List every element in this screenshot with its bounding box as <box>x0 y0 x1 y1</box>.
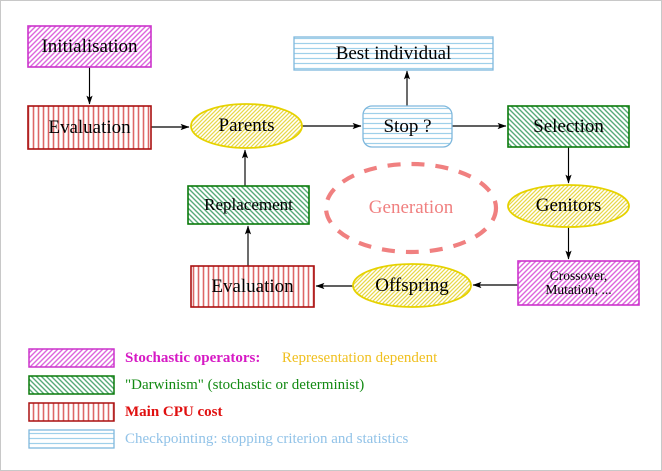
legend-swatch-blue-hatch <box>28 429 115 449</box>
node-offspring-shape <box>352 263 472 308</box>
legend-item-checkpointing: Checkpointing: stopping criterion and st… <box>125 432 408 447</box>
legend-stochastic-label-b: Representation dependent <box>281 350 438 366</box>
legend-darwinism-label: "Darwinism" (stochastic or determinist) <box>125 377 365 393</box>
node-evaluation-top-shape <box>27 105 152 150</box>
node-evaluation-bottom-shape <box>190 265 315 308</box>
node-initialisation-shape <box>27 25 152 68</box>
node-replacement-shape <box>187 185 310 225</box>
legend-item-darwinism: "Darwinism" (stochastic or determinist) <box>125 378 364 393</box>
legend-item-stochastic: Stochastic operators: Representation dep… <box>125 351 437 366</box>
legend-item-cpu-cost: Main CPU cost <box>125 405 223 420</box>
legend-checkpointing-label: Checkpointing: stopping criterion and st… <box>125 431 409 447</box>
legend-cpu-cost-label: Main CPU cost <box>125 404 223 420</box>
node-best-individual-shape <box>293 36 494 71</box>
node-selection-shape <box>507 105 630 148</box>
node-parents-shape <box>190 103 303 149</box>
legend-swatch-red-hatch <box>28 402 115 422</box>
legend-swatch-magenta-hatch <box>28 348 115 368</box>
node-stop-shape <box>362 105 453 148</box>
node-generation-shape <box>323 161 499 255</box>
legend-stochastic-label-a: Stochastic operators: <box>125 350 261 366</box>
node-genitors-shape <box>507 184 630 228</box>
node-crossover-shape <box>517 260 640 306</box>
legend-swatch-green-hatch <box>28 375 115 395</box>
